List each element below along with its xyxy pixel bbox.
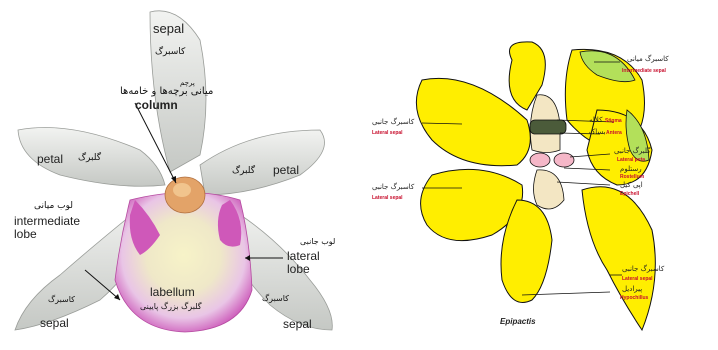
left-lateral-sepal-en: Lateral sepal — [372, 131, 403, 136]
sepal-left-label: sepal — [40, 317, 69, 329]
stigma-en: Stigma — [605, 119, 622, 124]
epichile-fa: اپی کیل — [620, 182, 643, 189]
lateral-lobe-fa-label: لوب جانبی — [300, 238, 335, 246]
sepal-top-fa-label: کاسبرگ — [155, 48, 185, 57]
petal-left-fa-label: گلبرگ — [78, 154, 101, 163]
sepal-top-label: sepal — [153, 22, 184, 35]
stigma-fa: کلاله — [589, 117, 602, 124]
sepal-right-fa-label: کاسبرگ — [262, 295, 289, 303]
column-label: column — [135, 99, 178, 111]
rostellum-right — [554, 153, 574, 167]
hypochile-fa: پیرادیل — [622, 286, 642, 293]
labellum-fa-label: گلبرگ بزرگ پایینی — [140, 303, 202, 311]
epipactis-caption: Epipactis — [500, 318, 536, 326]
lateral-petal-fa: گلبرگ جانبی — [614, 148, 650, 155]
column-fa-small-label: پرچم — [180, 80, 195, 87]
rostellum-fa: رستلوم — [620, 166, 642, 173]
right-lateral-sepal-en: Lateral sepal — [622, 277, 653, 282]
epichile — [534, 170, 565, 209]
petal-right-label: petal — [273, 164, 299, 176]
column-highlight — [173, 183, 191, 197]
orchid-photo-diagram: sepal کاسبرگ میانی برچه‌ها و خامه‌ها پرچ… — [0, 0, 350, 350]
right-lateral-sepal-fa: کاسبرگ جانبی — [622, 266, 664, 273]
rostellum-left — [530, 153, 550, 167]
anther-fa: بساک — [589, 129, 606, 136]
petal-right-fa-label: گلبرگ — [232, 167, 255, 176]
anther-en: Antera — [606, 131, 622, 136]
lateral-petal-en: Lateral peta — [617, 158, 645, 163]
left-lateral-sepal-fa: کاسبرگ جانبی — [372, 119, 414, 126]
lower-lateral-sepal-fa: کاسبرگ جانبی — [372, 184, 414, 191]
sepal-right-label: sepal — [283, 318, 312, 330]
intermediate-lobe-label: intermediate lobe — [14, 215, 80, 241]
rostellum-en: Rostellum — [620, 175, 644, 180]
intermediate-sepal-en: Intermediate sepal — [622, 69, 666, 74]
epichile-en: Epichell — [620, 192, 639, 197]
right-petal — [200, 130, 325, 195]
column-fa-label: میانی برچه‌ها و خامه‌ها — [120, 87, 213, 97]
intermediate-sepal-fa: کاسبرگ میانی — [627, 56, 669, 63]
hypochile-en: Hypochillus — [620, 296, 648, 301]
lower-lateral-sepal-en: Lateral sepal — [372, 196, 403, 201]
epipactis-drawing-diagram: کاسبرگ میانی Intermediate sepal کلاله St… — [352, 0, 718, 350]
epipactis-illustration — [352, 0, 718, 350]
intermediate-lobe-fa-label: لوب میانی — [34, 202, 73, 211]
lateral-lobe-label: lateral lobe — [287, 250, 320, 276]
anther — [530, 120, 566, 134]
sepal-left-fa-label: کاسبرگ — [48, 296, 75, 304]
petal-left-label: petal — [37, 153, 63, 165]
labellum-label: labellum — [150, 286, 195, 298]
